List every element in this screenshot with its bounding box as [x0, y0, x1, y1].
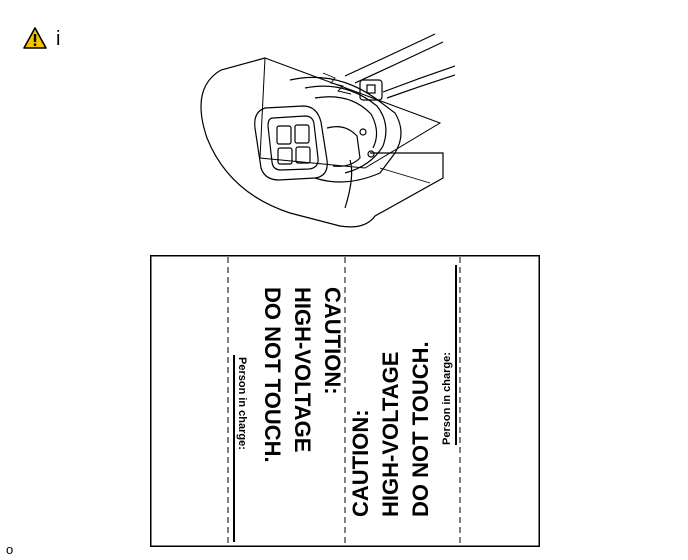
caution-right-line1: CAUTION:	[348, 409, 373, 517]
connector-illustration	[200, 33, 455, 228]
warning-header	[22, 26, 62, 52]
caution-right-line2: HIGH-VOLTAGE	[378, 352, 403, 517]
tape-lower-edge	[344, 159, 353, 209]
warning-label: i	[56, 28, 61, 50]
caution-right-line3: DO NOT TOUCH.	[408, 341, 433, 517]
person-in-charge-left: Person in charge:	[236, 357, 248, 450]
caution-left-line2: HIGH-VOLTAGE	[290, 287, 315, 452]
cable-upper-2	[354, 41, 444, 84]
tape-front-sheet	[259, 57, 442, 169]
caution-label-card: CAUTION: HIGH-VOLTAGE DO NOT TOUCH. Pers…	[150, 255, 540, 547]
cable-upper	[344, 33, 436, 77]
caution-left-line1: CAUTION:	[320, 287, 345, 395]
figure-caption: o	[6, 542, 14, 557]
cable-lower-2	[386, 74, 455, 99]
tape-sleeve	[200, 57, 444, 228]
caution-left-line3: DO NOT TOUCH.	[260, 287, 285, 463]
person-in-charge-right: Person in charge:	[441, 352, 453, 445]
connector-body	[254, 76, 402, 183]
warning-triangle-icon	[23, 27, 47, 49]
cable-lower	[382, 65, 455, 93]
